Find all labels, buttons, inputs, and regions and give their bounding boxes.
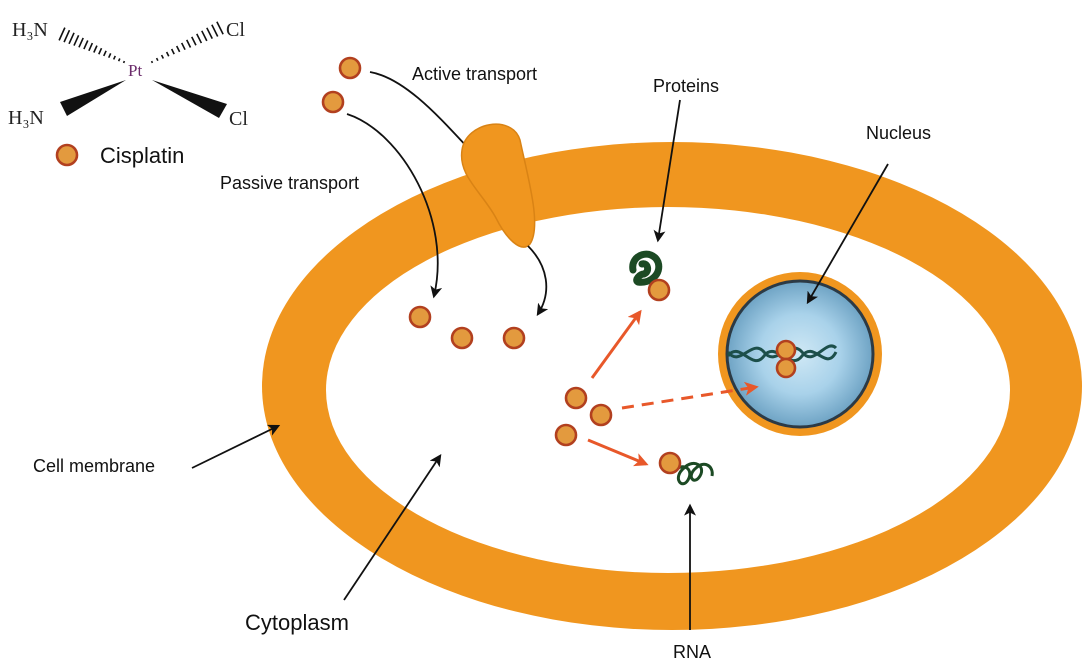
bond-hash <box>68 32 75 45</box>
bond-hash <box>73 35 80 46</box>
proteins-pointer-arrow <box>653 99 681 243</box>
cisplatin-rna-adduct <box>658 451 682 475</box>
arrow-to-nucleus <box>621 381 759 410</box>
arrow-to-rna <box>587 438 649 467</box>
rna-strand <box>674 462 714 486</box>
wedge-bond-left <box>60 80 126 116</box>
bond-hash <box>103 50 107 57</box>
bond-hash <box>201 30 208 42</box>
protein-shape <box>629 250 663 286</box>
hashed-bond-left <box>58 27 126 64</box>
cisplatin-molecule <box>502 326 526 350</box>
cisplatin-protein-adduct <box>647 278 671 302</box>
cisplatin-molecule <box>450 326 474 350</box>
label-cytoplasm: Cytoplasm <box>245 610 349 635</box>
bond-hash <box>150 60 154 64</box>
cytoplasm-pointer-arrow <box>343 454 442 601</box>
bond-hash <box>175 45 181 53</box>
nucleus-interior <box>725 279 875 429</box>
bond-hash <box>180 42 186 51</box>
bond-hash <box>78 37 84 48</box>
label-active-transport: Active transport <box>412 64 537 84</box>
cisplatin-molecule <box>554 423 578 447</box>
cisplatin-dna-adduct-top <box>775 339 797 361</box>
bond-hash <box>191 36 197 46</box>
wedge-bond-right <box>152 80 227 118</box>
bond-hash <box>107 53 112 59</box>
platinum-atom: Pt <box>128 61 142 80</box>
legend-cisplatin-dot <box>55 143 79 167</box>
bond-hash <box>206 27 213 40</box>
bond-hash <box>211 24 219 37</box>
bond-hash <box>63 29 71 43</box>
bond-hash <box>112 55 116 60</box>
cisplatin-molecule <box>589 403 613 427</box>
bond-hash <box>117 58 121 62</box>
transporter-protein <box>460 123 536 248</box>
cisplatin-structure: H₃N H₃N Cl Cl Pt <box>8 19 248 130</box>
legend: Cisplatin <box>55 143 184 168</box>
bond-hash <box>196 33 203 44</box>
bond-hash <box>170 48 175 55</box>
label-cell-membrane: Cell membrane <box>33 456 155 476</box>
cytoplasm-area <box>326 207 1010 573</box>
cisplatin-molecules <box>321 56 613 447</box>
bond-hash <box>88 42 94 52</box>
bond-hash <box>58 27 66 41</box>
bond-hash <box>216 21 224 35</box>
bond-hash <box>155 57 159 62</box>
cisplatin-molecule <box>564 386 588 410</box>
active-transport-arrow <box>527 245 549 317</box>
bond-hash <box>93 45 98 53</box>
cisplatin-molecule <box>338 56 362 80</box>
bond-hash <box>165 51 170 57</box>
bond-hash <box>122 60 126 64</box>
cisplatin-molecule <box>321 90 345 114</box>
bond-hash <box>83 40 89 50</box>
label-passive-transport: Passive transport <box>220 173 359 193</box>
cell-membrane <box>262 142 1082 630</box>
protein <box>629 250 671 302</box>
nucleus <box>718 272 882 436</box>
nucleus-pointer-arrow <box>806 163 889 305</box>
bond-hash <box>186 39 192 48</box>
legend-label: Cisplatin <box>100 143 184 168</box>
amine-group-top: H₃N <box>12 19 48 41</box>
rna <box>658 451 714 486</box>
label-nucleus: Nucleus <box>866 123 931 143</box>
active-transport-path-in <box>369 71 471 151</box>
label-rna: RNA <box>673 642 711 662</box>
bond-hash <box>160 54 165 59</box>
chloride-top: Cl <box>226 19 245 41</box>
label-proteins: Proteins <box>653 76 719 96</box>
cisplatin-dna-adduct-bottom <box>775 357 797 379</box>
cisplatin-molecule <box>408 305 432 329</box>
arrow-to-proteins <box>590 309 642 379</box>
chloride-bottom: Cl <box>229 108 248 130</box>
passive-transport-arrow <box>346 113 443 299</box>
bond-hash <box>98 47 103 55</box>
hashed-bond-right <box>150 21 224 64</box>
cell-membrane-pointer-arrow <box>191 424 281 469</box>
amine-group-bottom: H₃N <box>8 107 44 129</box>
